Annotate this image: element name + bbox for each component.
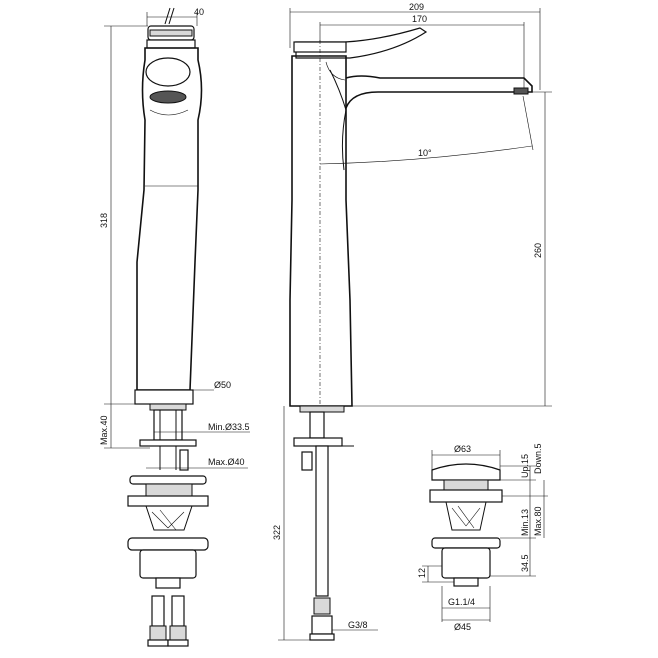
dim-side-base-dia: Ø50 [214,380,231,390]
dim-side-max-dia-40: Max.Ø40 [208,457,245,467]
dim-waste-cap-dia: Ø63 [454,444,471,454]
dim-front-angle: 10° [418,148,432,158]
dim-side-top-width: 40 [194,7,204,17]
dim-waste-max-80: Max.80 [533,506,543,536]
side-view: 40 318 Ø50 Max.40 Min.Ø33.5 [99,7,250,647]
dim-waste-down-5: Down.5 [533,443,543,474]
waste-detail: Ø63 Up.15 Down.5 Min.13 Max.80 34.5 12 [417,443,548,632]
dim-front-height: 260 [533,243,543,258]
dim-front-hose-thread: G3/8 [348,620,368,630]
dim-side-max-40: Max.40 [99,415,109,445]
dim-waste-up-15: Up.15 [520,454,530,478]
front-view: 209 170 10° 260 [272,2,552,641]
dim-waste-thread: G1.1/4 [448,597,475,607]
dim-waste-12: 12 [417,568,427,578]
dim-side-min-33-5: Min.Ø33.5 [208,422,250,432]
dim-waste-bottom-dia: Ø45 [454,622,471,632]
dim-side-height: 318 [99,213,109,228]
dim-waste-34-5: 34.5 [520,554,530,572]
dim-front-hose-length: 322 [272,525,282,540]
dim-front-spout-reach: 170 [412,14,427,24]
dim-waste-min-13: Min.13 [520,509,530,536]
dim-front-total-width: 209 [409,2,424,12]
